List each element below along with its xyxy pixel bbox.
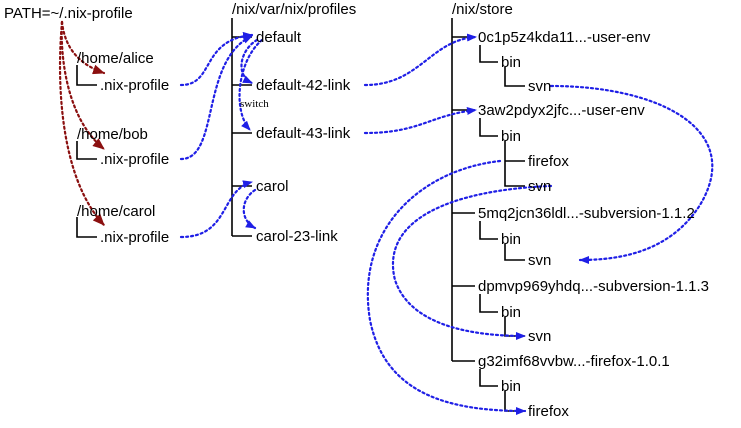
path-variable: PATH=~/.nix-profile <box>4 5 133 22</box>
path-arrows <box>58 20 106 227</box>
env1-bin-label: bin <box>501 54 521 71</box>
svn112-svn-label: svn <box>528 252 551 269</box>
symlink-arrows <box>179 31 714 415</box>
home-carol-label: /home/carol <box>77 203 155 220</box>
store-svn113-label: dpmvp969yhdq...-subversion-1.1.3 <box>478 278 709 295</box>
firefox101-firefox-label: firefox <box>528 403 569 420</box>
profile-carol-label: carol <box>256 178 289 195</box>
bob-nix-profile-label: .nix-profile <box>100 151 169 168</box>
profile-carol-23-label: carol-23-link <box>256 228 338 245</box>
home-alice-label: /home/alice <box>77 50 154 67</box>
store-env1-label: 0c1p5z4kda11...-user-env <box>478 29 651 46</box>
alice-nix-profile-label: .nix-profile <box>100 77 169 94</box>
profile-default-43-label: default-43-link <box>256 125 351 142</box>
store-env2-label: 3aw2pdyx2jfc...-user-env <box>478 102 645 119</box>
carol-nix-profile-label: .nix-profile <box>100 229 169 246</box>
env2-bin-label: bin <box>501 128 521 145</box>
profiles-root-label: /nix/var/nix/profiles <box>232 1 356 18</box>
store-firefox101-label: g32imf68vvbw...-firefox-1.0.1 <box>478 353 670 370</box>
svn113-bin-label: bin <box>501 304 521 321</box>
firefox101-bin-label: bin <box>501 378 521 395</box>
profile-default-label: default <box>256 29 302 46</box>
svn112-bin-label: bin <box>501 231 521 248</box>
home-bob-label: /home/bob <box>77 126 148 143</box>
svn113-svn-label: svn <box>528 328 551 345</box>
env2-svn-label: svn <box>528 178 551 195</box>
store-svn112-label: 5mq2jcn36ldl...-subversion-1.1.2 <box>478 205 695 222</box>
tree-lines <box>76 18 525 412</box>
env1-svn-label: svn <box>528 78 551 95</box>
switch-annotation: switch <box>240 98 269 110</box>
store-root-label: /nix/store <box>452 1 513 18</box>
env2-firefox-label: firefox <box>528 153 569 170</box>
profile-default-42-label: default-42-link <box>256 77 351 94</box>
